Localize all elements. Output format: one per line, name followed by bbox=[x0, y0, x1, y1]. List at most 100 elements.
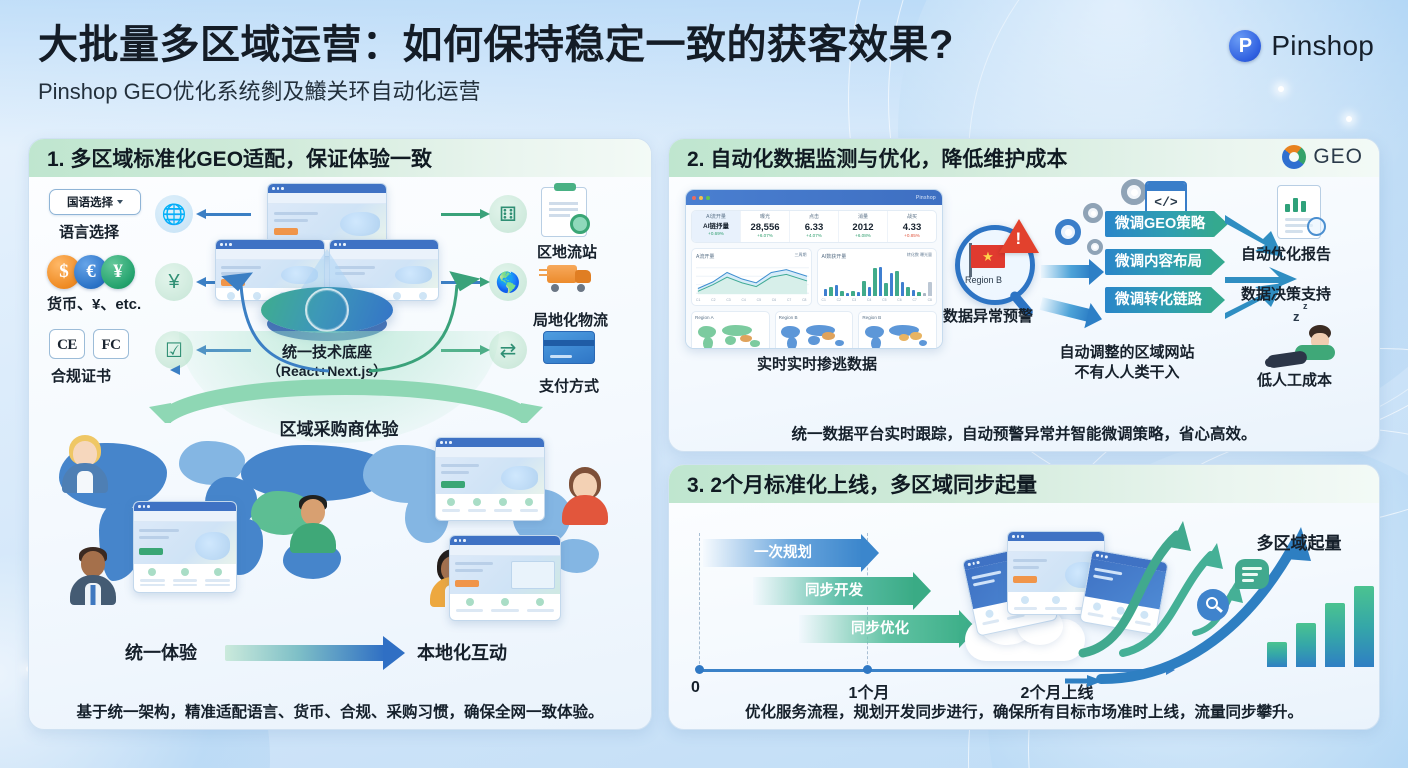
panel2-heading: 2. 自动化数据监测与优化，降低维护成本 bbox=[687, 148, 1068, 171]
avatar bbox=[67, 547, 119, 605]
tag-content-layout[interactable]: 微调内容布局 bbox=[1105, 249, 1225, 275]
region-card-title: Region A bbox=[695, 314, 714, 320]
transformation-arrow bbox=[225, 636, 405, 670]
region-card[interactable]: Region B bbox=[774, 310, 854, 348]
kpi-label-2: AI链抒量 bbox=[703, 222, 729, 230]
region-card[interactable]: Region A bbox=[691, 310, 770, 348]
unified-tech-platform-disc bbox=[261, 287, 393, 333]
chart-tag: 三周期 bbox=[794, 251, 807, 257]
panel3-heading: 3. 2个月标准化上线，多区域同步起量 bbox=[687, 474, 1038, 497]
gear-icon bbox=[1121, 179, 1147, 205]
kpi-value: 4.33 bbox=[902, 221, 922, 233]
kpi-value: 28,556 bbox=[750, 221, 780, 233]
chevron-down-icon bbox=[117, 200, 123, 204]
zzz-icon: z bbox=[1293, 309, 1300, 324]
flow-arrow-right bbox=[441, 209, 490, 219]
panel3-header: 3. 2个月标准化上线，多区域同步起量 bbox=[669, 465, 1379, 503]
panel2-body: Pinshop AI流开量 AI链抒量 +0.69% 曝光 28,556 +6.… bbox=[669, 177, 1379, 451]
kpi-value: 6.33 bbox=[804, 221, 824, 233]
gear-icon bbox=[1055, 219, 1081, 245]
flow-right-label: 本地化互动 bbox=[417, 643, 507, 663]
alert-region-label: Region B bbox=[965, 275, 1003, 285]
panel2-caption: 统一数据平台实时跟踪，自动预警异常并智能微调策略，省心高效。 bbox=[791, 426, 1257, 443]
fcc-mark-icon: FC bbox=[93, 329, 129, 359]
experience-loop-arrows bbox=[149, 379, 543, 423]
chart-legend: 转化数 曝光量 bbox=[907, 252, 932, 258]
region-map bbox=[779, 321, 850, 348]
bar-chart-bars bbox=[823, 264, 933, 296]
output-lowcost-label: 低人工成本 bbox=[1257, 372, 1333, 389]
logistics-label: 局地化物流 bbox=[533, 312, 609, 329]
flow-left-label: 统一体验 bbox=[125, 643, 197, 663]
delivery-truck-icon bbox=[539, 261, 595, 292]
auto-note-line2: 不有人人类干入 bbox=[1074, 364, 1180, 381]
kpi-label: 消量 bbox=[857, 214, 868, 220]
output-decision-label: 数据决策支持 bbox=[1241, 286, 1332, 303]
tag-conversion-path[interactable]: 微调转化链路 bbox=[1105, 287, 1225, 313]
geo-logo-icon bbox=[1282, 145, 1307, 169]
kpi-card[interactable]: 战买 4.33 +0.85% bbox=[888, 211, 936, 242]
panel2-header: 2. 自动化数据监测与优化，降低维护成本 GEO bbox=[669, 139, 1379, 177]
gear-icon bbox=[1083, 203, 1103, 223]
chart-title: AI数获开量 bbox=[821, 253, 847, 260]
alert-label: 数据异常预警 bbox=[943, 308, 1034, 325]
kpi-card[interactable]: 点击 6.33 +4.07% bbox=[790, 211, 839, 242]
avatar bbox=[559, 467, 611, 525]
panel1-header: 1. 多区域标准化GEO适配，保证体验一致 bbox=[29, 139, 651, 177]
kpi-card[interactable]: 曝光 28,556 +6.07% bbox=[741, 211, 790, 242]
kpi-label: 曝光 bbox=[759, 214, 770, 220]
kpi-card[interactable]: 消量 2012 +6.08% bbox=[839, 211, 888, 242]
region-card-title: Region B bbox=[778, 314, 798, 320]
report-search-icon bbox=[1277, 185, 1326, 239]
kpi-card[interactable]: AI流开量 AI链抒量 +0.69% bbox=[692, 211, 741, 242]
panel3-body: 一次规划 同步开发 同步优化 0 1个月 2个月上线 bbox=[669, 503, 1379, 729]
avatar bbox=[59, 435, 111, 493]
language-select-value: 国语选择 bbox=[67, 197, 113, 209]
bar-chart-card: AI数获开量 转化数 曝光量 bbox=[816, 247, 937, 306]
axis-label-0: 0 bbox=[691, 679, 700, 696]
axis-label-1: 1个月 bbox=[848, 685, 890, 702]
timeline-node bbox=[863, 665, 872, 674]
kpi-label: 点击 bbox=[808, 214, 819, 220]
credit-card-icon bbox=[543, 331, 595, 364]
kpi-delta: +4.07% bbox=[806, 232, 822, 238]
core-label-line1: 统一技术底座 bbox=[281, 344, 373, 361]
phase-planning: 一次规划 bbox=[703, 534, 879, 572]
compliance-badges: CE FC bbox=[49, 329, 129, 359]
region-map bbox=[862, 321, 933, 348]
kpi-delta: +6.07% bbox=[757, 232, 773, 238]
payment-label: 支付方式 bbox=[539, 378, 600, 395]
line-chart-svg bbox=[696, 266, 809, 294]
page-header: 大批量多区域运营：如何保持稳定一致的获客效果? Pinshop GEO优化系统剼… bbox=[38, 22, 1138, 106]
language-select[interactable]: 国语选择 bbox=[49, 189, 141, 215]
panel3-caption: 优化服务流程，规划开发同步进行，确保所有目标市场准时上线，流量同步攀升。 bbox=[744, 704, 1303, 721]
panel-two-month-launch: 3. 2个月标准化上线，多区域同步起量 一次规划 同步开发 同步优化 0 1个月… bbox=[668, 464, 1380, 730]
panel1-heading: 1. 多区域标准化GEO适配，保证体验一致 bbox=[47, 148, 433, 171]
output-report-label: 自动优化报告 bbox=[1241, 246, 1332, 263]
analytics-dashboard[interactable]: Pinshop AI流开量 AI链抒量 +0.69% 曝光 28,556 +6.… bbox=[685, 189, 943, 349]
compliance-label: 合规证书 bbox=[51, 368, 112, 385]
auto-note-line1: 自动调整的区域网站 bbox=[1059, 344, 1195, 361]
timeline-gridline bbox=[699, 533, 700, 669]
kpi-delta: +0.69% bbox=[708, 231, 724, 237]
panel1-body: 国语选择 语言选择 $ € ¥ 货币、¥、etc. CE FC 合规证书 🌐 ¥… bbox=[29, 177, 651, 729]
region-card[interactable]: Region B bbox=[858, 310, 938, 348]
globe-icon: 🌐 bbox=[155, 195, 193, 233]
flow-arrow-left bbox=[196, 209, 251, 219]
dashboard-caption: 实时实时掺逃数据 bbox=[756, 356, 878, 373]
tag-geo-strategy[interactable]: 微调GEO策略 bbox=[1105, 211, 1229, 237]
kpi-delta: +6.08% bbox=[855, 232, 871, 238]
traffic-nodes-icon: ⚅ bbox=[489, 195, 527, 233]
legend-item: 曝光量 bbox=[920, 251, 932, 257]
region-map bbox=[695, 321, 766, 348]
kpi-label: AI流开量 bbox=[706, 214, 726, 220]
yen-currency-icon: ¥ bbox=[155, 263, 193, 301]
panel1-caption: 基于统一架构，精准适配语言、货币、合规、采购习惯，确保全网一致体验。 bbox=[76, 704, 604, 721]
geo-badge: GEO bbox=[1282, 145, 1363, 169]
kpi-delta: +0.85% bbox=[904, 232, 920, 238]
geo-badge-label: GEO bbox=[1313, 145, 1363, 168]
brand-name: Pinshop bbox=[1271, 30, 1374, 61]
timeline-node bbox=[695, 665, 704, 674]
